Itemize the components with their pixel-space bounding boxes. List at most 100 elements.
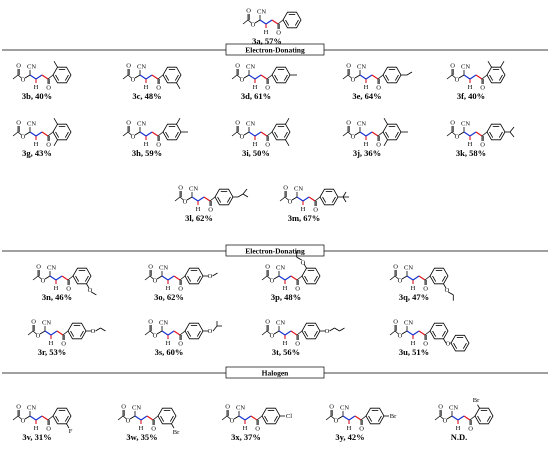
carbonyl-oxygen: O bbox=[450, 120, 455, 127]
nitrile-group: CN bbox=[340, 405, 349, 412]
benzene-ring bbox=[72, 267, 92, 285]
bromine-atom: Br bbox=[390, 413, 397, 420]
hydrogen-atom: H bbox=[144, 141, 149, 148]
carbonyl-oxygen: O bbox=[265, 319, 270, 326]
hydrogen-atom: H bbox=[144, 84, 149, 91]
ester-oxygen: O bbox=[131, 134, 136, 141]
carbonyl-oxygen: O bbox=[178, 185, 183, 192]
hydrogen-atom: H bbox=[34, 425, 39, 432]
carbonyl-oxygen: O bbox=[393, 264, 398, 271]
nitrile-group: CN bbox=[357, 64, 366, 71]
nitrile-group: CN bbox=[461, 121, 470, 128]
section-box bbox=[225, 366, 325, 379]
oxygen-atom: O bbox=[446, 340, 451, 347]
nitrile-group: CN bbox=[294, 186, 303, 193]
hydrogen-atom: H bbox=[49, 340, 54, 347]
nitrile-group: CN bbox=[27, 64, 36, 71]
carbonyl-oxygen: O bbox=[126, 63, 131, 70]
carbonyl-oxygen: O bbox=[16, 63, 21, 70]
compound-label: 3c, 48% bbox=[132, 91, 161, 101]
section-divider: Halogen bbox=[2, 366, 548, 379]
compound-label: 3b, 40% bbox=[22, 91, 52, 101]
hydrogen-atom: H bbox=[301, 206, 306, 213]
nitrile-group: CN bbox=[27, 405, 36, 412]
ketone-oxygen: O bbox=[61, 341, 66, 348]
compound-label: 3q, 47% bbox=[399, 292, 429, 302]
carbonyl-oxygen: O bbox=[450, 63, 455, 70]
section-dividers: Electron-DonatingElectron-DonatingHaloge… bbox=[2, 43, 548, 379]
carbonyl-oxygen: O bbox=[235, 120, 240, 127]
ketone-oxygen: O bbox=[156, 142, 161, 149]
chlorine-atom: Cl bbox=[286, 413, 292, 420]
compound-label: 3a, 57% bbox=[252, 36, 282, 46]
section-title: Halogen bbox=[262, 369, 289, 378]
oxygen-atom: O bbox=[445, 287, 450, 294]
ketone-oxygen: O bbox=[313, 207, 318, 214]
carbonyl-oxygen: O bbox=[16, 404, 21, 411]
ester-oxygen: O bbox=[398, 278, 403, 285]
ester-oxygen: O bbox=[131, 77, 136, 84]
compound-label: 3d, 61% bbox=[241, 91, 271, 101]
nitrile-group: CN bbox=[246, 64, 255, 71]
compound-label: N.D. bbox=[451, 432, 468, 442]
nitrile-group: CN bbox=[404, 265, 413, 272]
hydrogen-atom: H bbox=[456, 425, 461, 432]
oxygen-atom: O bbox=[208, 328, 213, 335]
nitrile-group: CN bbox=[27, 121, 36, 128]
compound-label: 3h, 59% bbox=[132, 148, 162, 158]
hydrogen-atom: H bbox=[264, 29, 269, 36]
ester-oxygen: O bbox=[351, 134, 356, 141]
nitrile-group: CN bbox=[461, 64, 470, 71]
section-box bbox=[225, 244, 325, 257]
compound-label: 3m, 67% bbox=[288, 213, 321, 223]
compound-label: 3w, 35% bbox=[126, 432, 157, 442]
compound-label: 3f, 40% bbox=[457, 91, 485, 101]
section-box bbox=[225, 43, 325, 56]
ketone-oxygen: O bbox=[265, 142, 270, 149]
carbonyl-oxygen: O bbox=[121, 404, 126, 411]
carbonyl-oxygen: O bbox=[393, 319, 398, 326]
oxygen-atom: O bbox=[325, 328, 330, 335]
nitrile-group: CN bbox=[42, 320, 51, 327]
nitrile-group: CN bbox=[257, 9, 266, 16]
hydrogen-atom: H bbox=[364, 141, 369, 148]
compound-label: 3n, 46% bbox=[42, 292, 72, 302]
nitrile-group: CN bbox=[47, 265, 56, 272]
ester-oxygen: O bbox=[240, 134, 245, 141]
ketone-oxygen: O bbox=[46, 142, 51, 149]
nitrile-group: CN bbox=[132, 405, 141, 412]
carbonyl-oxygen: O bbox=[265, 264, 270, 271]
carbonyl-oxygen: O bbox=[126, 120, 131, 127]
nitrile-group: CN bbox=[404, 320, 413, 327]
benzene-ring bbox=[282, 11, 302, 29]
ketone-oxygen: O bbox=[255, 426, 260, 433]
hydrogen-atom: H bbox=[54, 285, 59, 292]
nitrile-group: CN bbox=[159, 265, 168, 272]
ester-oxygen: O bbox=[288, 199, 293, 206]
ester-oxygen: O bbox=[153, 333, 158, 340]
ketone-oxygen: O bbox=[295, 286, 300, 293]
compound-label: 3i, 50% bbox=[242, 148, 270, 158]
benzene-ring bbox=[157, 407, 177, 425]
hydrogen-atom: H bbox=[364, 84, 369, 91]
ketone-oxygen: O bbox=[468, 426, 473, 433]
ester-oxygen: O bbox=[153, 278, 158, 285]
benzene-ring bbox=[52, 407, 72, 425]
nitrile-group: CN bbox=[137, 121, 146, 128]
hydrogen-atom: H bbox=[468, 141, 473, 148]
ester-oxygen: O bbox=[230, 418, 235, 425]
hydrogen-atom: H bbox=[166, 285, 171, 292]
